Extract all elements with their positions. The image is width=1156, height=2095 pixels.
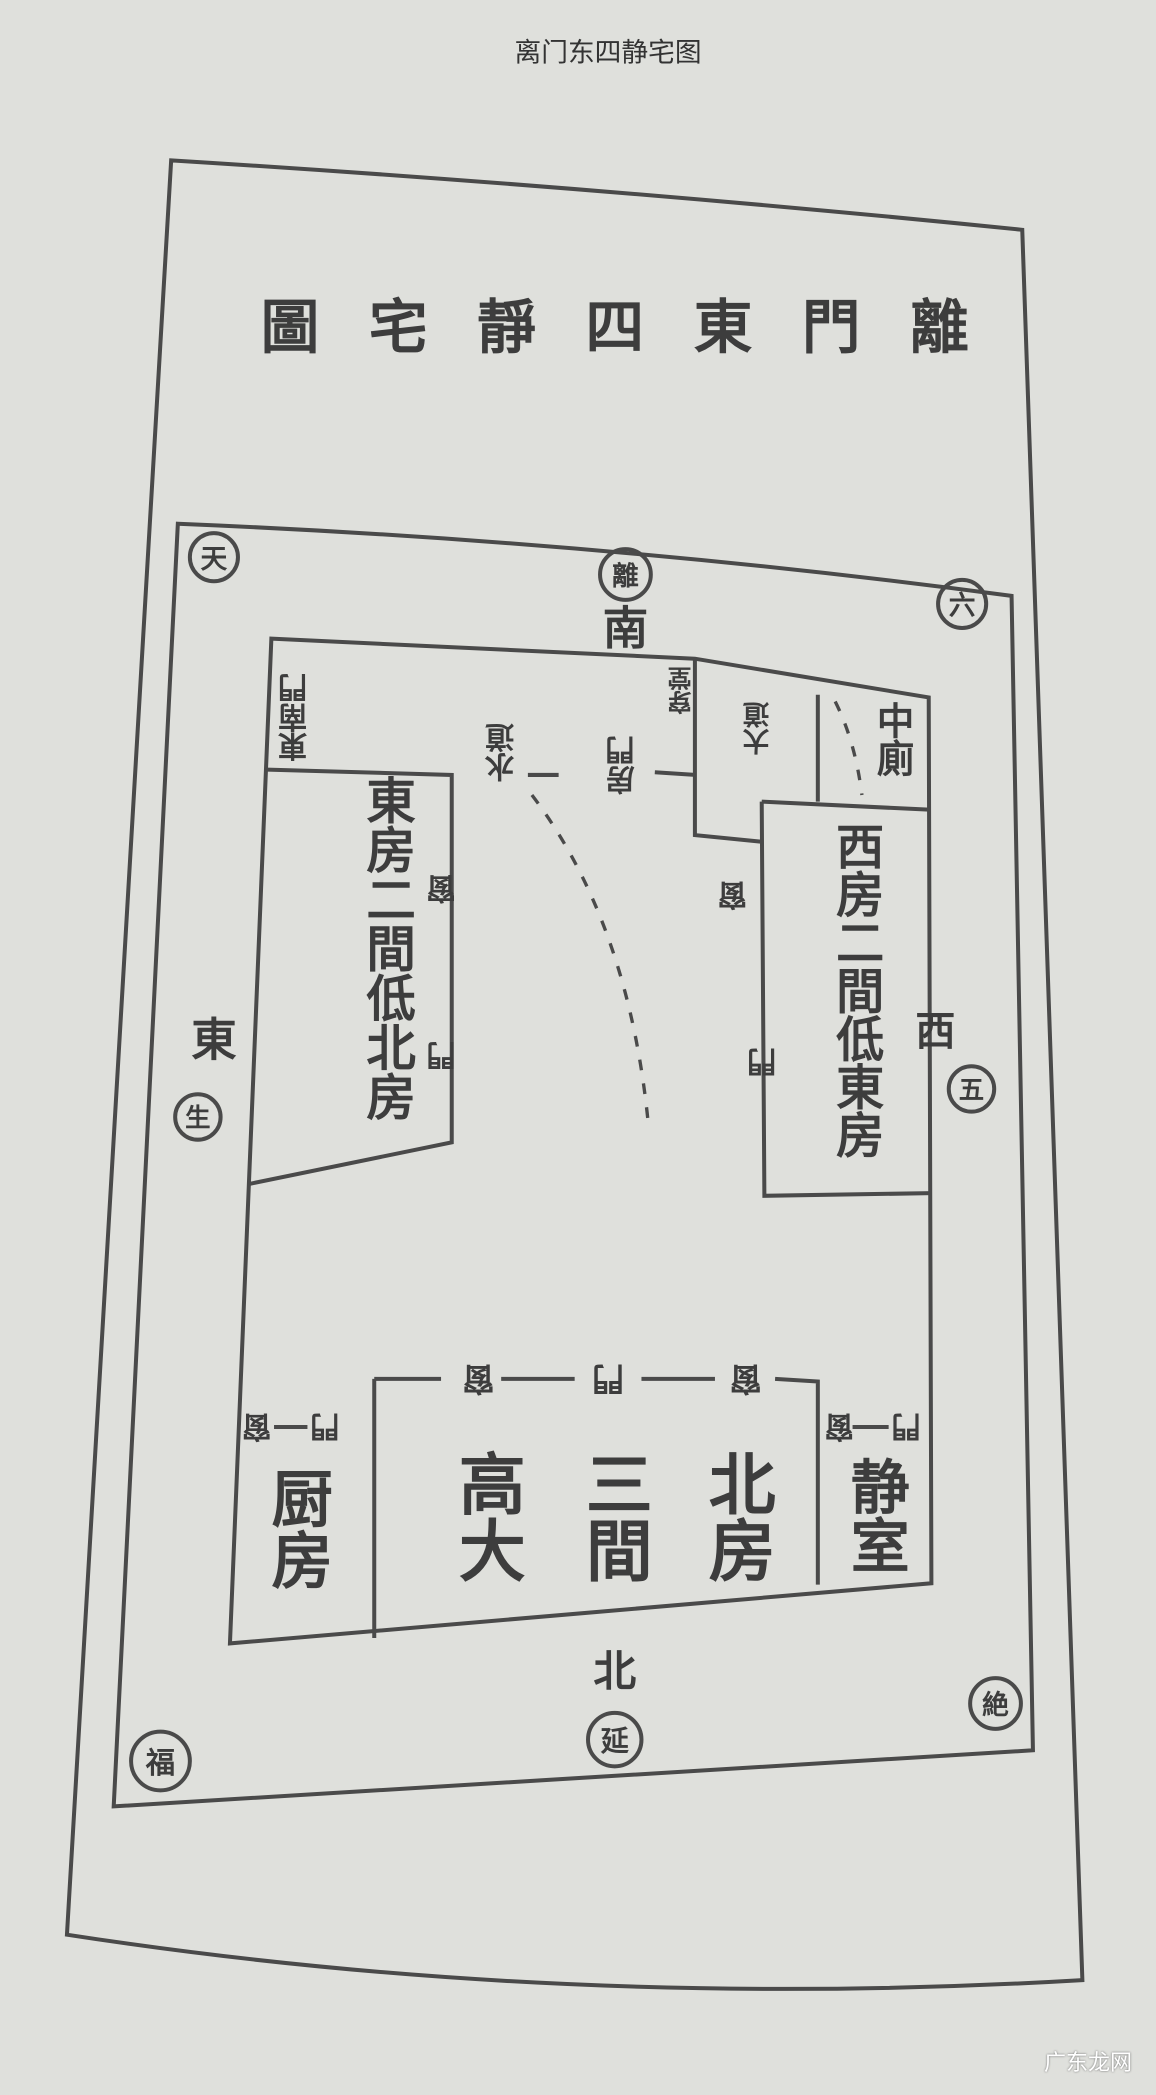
north-room-label-3: 北房	[698, 1450, 777, 1584]
building-walls	[227, 636, 934, 1646]
direction-west: 西	[915, 1008, 955, 1055]
svg-text:門: 門	[592, 1360, 624, 1398]
star-circle-yan	[586, 1710, 644, 1769]
watermark: 广东龙网	[1043, 2051, 1132, 2076]
west-room-label: 西房二間低東房	[827, 822, 884, 1159]
svg-text:窗: 窗	[825, 1409, 854, 1444]
svg-text:東南門: 東南門	[277, 673, 312, 762]
star-circle-jue	[968, 1676, 1023, 1731]
svg-text:離: 離	[612, 560, 639, 592]
star-circle-liu	[936, 577, 989, 630]
direction-south: 南	[603, 601, 648, 655]
svg-text:天: 天	[201, 544, 228, 575]
star-circle-li	[598, 547, 653, 602]
svg-text:穿堂: 穿堂	[667, 667, 696, 716]
svg-text:房門: 房門	[604, 736, 639, 795]
east-room-label: 東房二間低北房	[359, 775, 417, 1121]
svg-text:水道: 水道	[484, 721, 519, 781]
svg-text:五: 五	[959, 1074, 984, 1104]
svg-text:窗: 窗	[730, 1360, 762, 1398]
north-room-label-1: 高大	[448, 1449, 527, 1583]
svg-text:門: 門	[426, 1038, 455, 1073]
svg-text:窗: 窗	[426, 871, 455, 906]
direction-north: 北	[593, 1647, 636, 1697]
svg-text:中廁: 中廁	[871, 701, 915, 776]
outer-frame	[64, 158, 1085, 1991]
diagram-title: 圖宅靜四東門離	[261, 292, 969, 361]
caption: 离门东四静宅图	[515, 37, 702, 68]
star-circle-wu	[946, 1064, 997, 1114]
svg-text:大道: 大道	[743, 701, 774, 755]
svg-text:窗: 窗	[462, 1360, 494, 1398]
star-circle-tian	[187, 531, 240, 584]
svg-text:門: 門	[747, 1045, 776, 1080]
svg-text:門: 門	[310, 1409, 339, 1444]
quiet-room-label: 静室	[841, 1456, 910, 1574]
star-circle-fu	[129, 1729, 192, 1793]
svg-text:生: 生	[185, 1102, 210, 1132]
svg-text:六: 六	[949, 591, 976, 622]
svg-text:延: 延	[600, 1724, 630, 1757]
svg-text:福: 福	[145, 1745, 175, 1780]
star-markers: 天 離 六 生 五 福 延 絶	[129, 531, 1023, 1793]
svg-text:窗: 窗	[718, 877, 747, 912]
star-circle-sheng	[173, 1092, 223, 1142]
north-room-label-2: 三間	[575, 1450, 654, 1584]
svg-text:絶: 絶	[981, 1689, 1009, 1721]
svg-text:窗: 窗	[242, 1409, 271, 1444]
annotations: 東南門 水道 房門 穿堂 大道 中廁 窗 門 窗 門 窗 門 窗 窗 門 窗 門	[242, 667, 921, 1445]
direction-east: 東	[191, 1013, 237, 1067]
svg-text:門: 門	[891, 1409, 920, 1444]
kitchen-label: 厨房	[261, 1467, 333, 1590]
